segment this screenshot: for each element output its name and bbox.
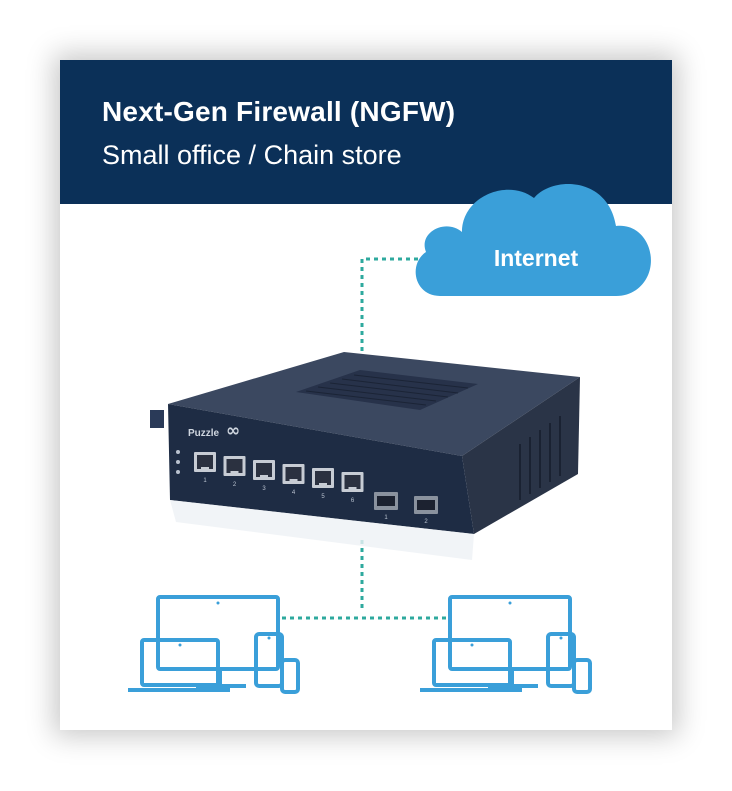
rj45-port (223, 456, 246, 476)
page-title: Next-Gen Firewall (NGFW) (102, 96, 456, 127)
rj45-port (282, 464, 305, 484)
rj45-port-label: 6 (351, 498, 355, 504)
client-devices-right-icon (420, 595, 592, 694)
rj45-port (341, 472, 364, 492)
rj45-port (253, 460, 275, 480)
sfp-port (414, 496, 438, 514)
rj45-port (194, 452, 216, 472)
sfp-port (374, 492, 398, 510)
network-links (282, 257, 446, 620)
sfp-port-label: 1 (384, 515, 388, 521)
rj45-port-label: 1 (203, 478, 207, 484)
client-devices-left-icon (128, 595, 300, 694)
device-ports: 1 2 3 4 5 6 1 2 (194, 452, 438, 525)
header-banner: Next-Gen Firewall (NGFW) Small office / … (60, 60, 672, 204)
internet-label: Internet (493, 245, 579, 271)
cloud-icon (415, 183, 651, 296)
rj45-port-label: 2 (233, 482, 237, 488)
rj45-port (312, 468, 334, 488)
rj45-port-label: 3 (262, 486, 266, 492)
iei-logo (150, 410, 164, 428)
rj45-port-label: 5 (321, 494, 325, 500)
link-internet-firewall (360, 257, 418, 360)
infinity-logo-icon: ∞ (226, 421, 241, 441)
rj45-port-label: 4 (292, 490, 296, 496)
device-brand-label: Puzzle (188, 428, 220, 439)
status-leds (176, 450, 180, 474)
device-top (168, 352, 580, 456)
page-subtitle: Small office / Chain store (102, 140, 402, 170)
sfp-port-label: 2 (424, 519, 428, 525)
